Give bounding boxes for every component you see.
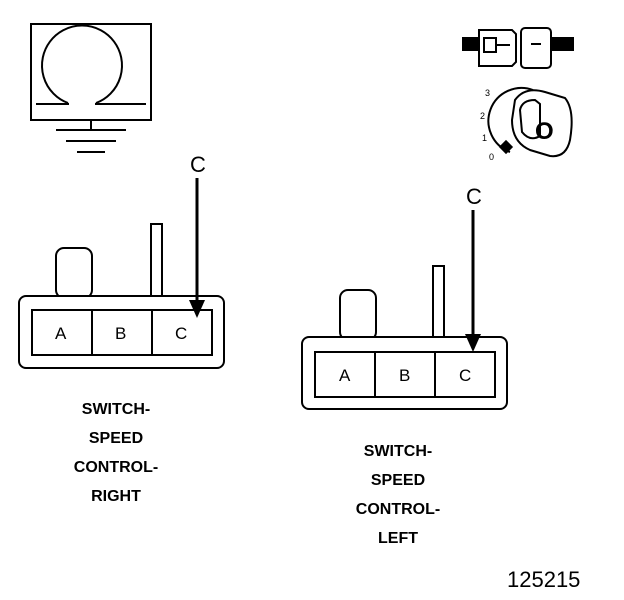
left-callout-letter: C: [466, 184, 482, 209]
right-pin-c: C: [175, 324, 187, 343]
left-caption-line-2: SPEED: [371, 472, 425, 489]
key-position-3: 3: [485, 88, 490, 98]
key-position-2: 2: [480, 111, 485, 121]
left-pin-a: A: [339, 366, 351, 385]
right-caption-line-4: RIGHT: [91, 488, 141, 505]
right-caption-line-1: SWITCH-: [82, 401, 150, 418]
left-caption-line-4: LEFT: [378, 530, 418, 547]
right-caption-line-2: SPEED: [89, 430, 143, 447]
right-callout: C: [189, 152, 206, 318]
left-pin-c: C: [459, 366, 471, 385]
connector-left: A B C: [301, 265, 508, 410]
ignition-key-label: O: [535, 118, 554, 145]
connector-right: A B C: [18, 223, 225, 369]
right-pin-b: B: [115, 324, 126, 343]
ground-symbol-icon: [30, 23, 152, 153]
right-caption-line-3: CONTROL-: [74, 459, 158, 476]
key-position-0: 0: [489, 152, 494, 162]
left-pin-b: B: [399, 366, 410, 385]
figure-number: 125215: [507, 567, 580, 592]
left-callout: C: [465, 184, 482, 352]
right-pin-a: A: [55, 324, 67, 343]
left-caption-line-3: CONTROL-: [356, 501, 440, 518]
right-caption: SWITCH- SPEED CONTROL- RIGHT: [74, 401, 158, 505]
left-caption: SWITCH- SPEED CONTROL- LEFT: [356, 443, 440, 547]
ignition-key-icon: O 3 2 1 0: [480, 87, 573, 162]
key-position-1: 1: [482, 133, 487, 143]
left-caption-line-1: SWITCH-: [364, 443, 432, 460]
right-callout-letter: C: [190, 152, 206, 177]
connector-plug-icon: [462, 27, 574, 69]
